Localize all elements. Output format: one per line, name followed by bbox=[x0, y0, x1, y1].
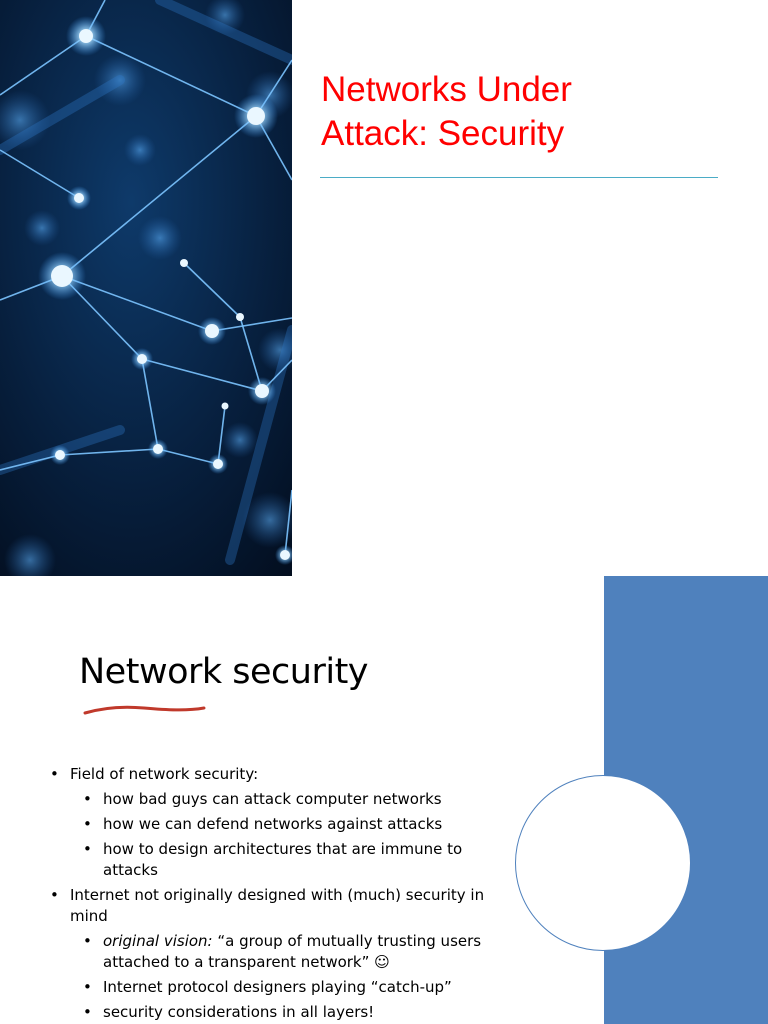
vision-text: “a group of mutually trusting users atta… bbox=[103, 932, 482, 971]
sub-bullet-item: how bad guys can attack computer network… bbox=[69, 789, 508, 810]
sub-bullet-item: security considerations in all layers! bbox=[69, 1002, 508, 1023]
sub-bullet-item: how we can defend networks against attac… bbox=[69, 814, 508, 835]
slide-1-title: Networks Under Attack: Security bbox=[321, 68, 721, 156]
sub-bullet-item: Internet protocol designers playing “cat… bbox=[69, 977, 508, 998]
title-line-1: Networks Under bbox=[321, 70, 572, 109]
slide-2: Network security Field of network securi… bbox=[0, 576, 768, 1024]
slide-1: Networks Under Attack: Security bbox=[0, 0, 721, 576]
decorative-circle bbox=[515, 775, 691, 951]
slide-2-title: Network security bbox=[79, 652, 369, 692]
bullet-list: Field of network security: how bad guys … bbox=[48, 764, 508, 1024]
sub-bullet-item: original vision: “a group of mutually tr… bbox=[69, 931, 508, 973]
title-divider bbox=[320, 177, 718, 178]
bullet-item: Internet not originally designed with (m… bbox=[48, 885, 508, 927]
red-underline-stroke bbox=[83, 705, 206, 715]
sub-bullet-item: how to design architectures that are imm… bbox=[69, 839, 508, 881]
title-line-2: Attack: Security bbox=[321, 114, 565, 153]
network-background-image bbox=[0, 0, 292, 576]
bullet-item: Field of network security: bbox=[48, 764, 508, 785]
network-nodes bbox=[38, 16, 292, 565]
vision-label: original vision: bbox=[103, 932, 213, 950]
